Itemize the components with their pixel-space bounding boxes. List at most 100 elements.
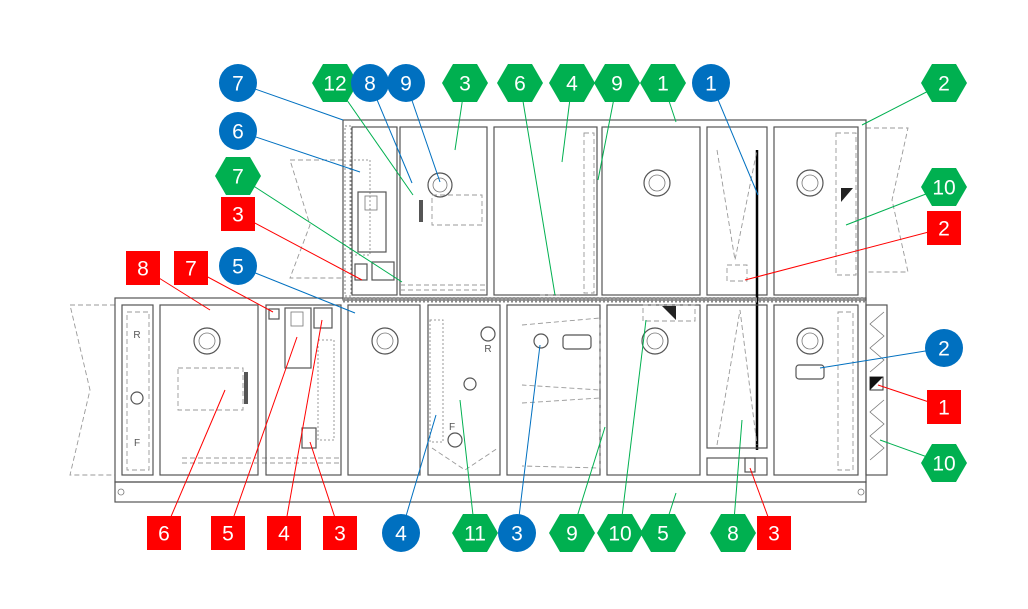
callout-number: 10	[608, 523, 631, 546]
callout-number: 5	[657, 523, 669, 546]
callout-badge-blue	[387, 64, 425, 102]
upper-panel-4-porthole	[643, 169, 671, 197]
callout-green-5: 5	[640, 514, 686, 552]
callout-green-2: 2	[921, 64, 967, 102]
callout-badge-green	[640, 64, 686, 102]
callout-number: 7	[232, 166, 244, 189]
callout-number: 3	[334, 523, 346, 546]
callout-green-11: 11	[452, 514, 498, 552]
leader-line	[744, 227, 945, 281]
leader-line	[237, 213, 363, 281]
callout-red-5: 5	[211, 516, 245, 550]
callout-red-7: 7	[174, 251, 208, 285]
lower-fan-motor	[177, 367, 244, 411]
callout-badge-green	[921, 64, 967, 102]
callout-number: 10	[932, 453, 955, 476]
callout-badge-red	[757, 516, 791, 550]
callout-badge-red	[211, 516, 245, 550]
callout-badge-red	[221, 197, 255, 231]
callout-badge-green	[549, 514, 595, 552]
callout-green-10: 10	[597, 514, 643, 552]
lower-panel-8	[773, 304, 859, 476]
callout-badge-green	[640, 514, 686, 552]
upper-panel-6	[773, 126, 859, 296]
callout-badge-red	[927, 211, 961, 245]
callout-number: 3	[768, 523, 780, 546]
callout-number: 12	[323, 73, 346, 96]
coil-r-marker: R	[484, 344, 491, 355]
leader-line	[283, 319, 323, 534]
callout-badge-blue	[692, 64, 730, 102]
callout-number: 1	[705, 73, 717, 96]
leader-line	[334, 82, 414, 196]
r-marker: R	[133, 330, 140, 341]
callout-badge-blue	[219, 247, 257, 285]
callout-red-3: 3	[221, 197, 255, 231]
callout-blue-1: 1	[692, 64, 730, 102]
lower-panel-3	[347, 304, 421, 476]
pressure-sensor	[268, 308, 280, 320]
leader-line	[237, 130, 361, 173]
callout-number: 3	[459, 73, 471, 96]
callout-number: 8	[364, 73, 376, 96]
leader-line	[516, 344, 541, 534]
lower-controller	[313, 307, 333, 329]
lower-casing	[114, 297, 867, 483]
callout-badge-red	[323, 516, 357, 550]
upper-fan-inlet	[427, 172, 453, 198]
upper-filter-mesh	[349, 159, 371, 256]
callout-green-4: 4	[549, 64, 595, 102]
callout-badge-blue	[351, 64, 389, 102]
lower-fan-section	[159, 304, 259, 476]
callout-blue-9: 9	[387, 64, 425, 102]
lower-filter-frame	[121, 304, 154, 476]
callout-red-6: 6	[147, 516, 181, 550]
callout-number: 4	[566, 73, 578, 96]
callout-badge-red	[147, 516, 181, 550]
upper-fan-section	[399, 126, 488, 296]
callout-green-6: 6	[497, 64, 543, 102]
callout-badge-green	[921, 168, 967, 206]
callout-badge-green	[549, 64, 595, 102]
upper-panel-5	[706, 126, 768, 296]
f-marker: F	[134, 438, 140, 449]
callout-red-3: 3	[323, 516, 357, 550]
callout-number: 9	[611, 73, 623, 96]
leader-line	[237, 265, 356, 314]
outlet-damper	[865, 304, 888, 476]
upper-vfd	[357, 191, 387, 253]
callout-number: 10	[932, 177, 955, 200]
callout-number: 2	[938, 218, 950, 241]
callout-number: 7	[185, 258, 197, 281]
callout-badge-blue	[219, 112, 257, 150]
callout-badge-green	[215, 157, 261, 195]
callout-green-8: 8	[710, 514, 756, 552]
outlet-transition-upper	[866, 127, 909, 273]
callout-badge-red	[927, 390, 961, 424]
callout-badge-blue	[498, 514, 536, 552]
leader-line	[227, 336, 298, 534]
lower-switch	[301, 427, 317, 449]
coil-f-marker: F	[449, 422, 455, 433]
upper-fan-motor	[431, 194, 483, 226]
lower-panel-5	[506, 304, 601, 476]
callout-badge-green	[442, 64, 488, 102]
inlet-transition-upper	[289, 159, 343, 279]
callout-blue-6: 6	[219, 112, 257, 150]
callout-green-9: 9	[549, 514, 595, 552]
callout-green-1: 1	[640, 64, 686, 102]
leader-line	[237, 175, 403, 283]
callout-badge-green	[597, 514, 643, 552]
callout-number: 6	[514, 73, 526, 96]
callout-red-2: 2	[927, 211, 961, 245]
callout-badge-green	[921, 444, 967, 482]
callout-badge-blue	[219, 64, 257, 102]
upper-panel-4	[601, 126, 701, 296]
upper-sensor-box	[726, 264, 748, 282]
callout-number: 3	[511, 523, 523, 546]
callout-badge-green	[497, 64, 543, 102]
callout-blue-2: 2	[925, 329, 963, 367]
callout-number: 8	[137, 258, 149, 281]
callout-badge-green	[452, 514, 498, 552]
callout-blue-8: 8	[351, 64, 389, 102]
